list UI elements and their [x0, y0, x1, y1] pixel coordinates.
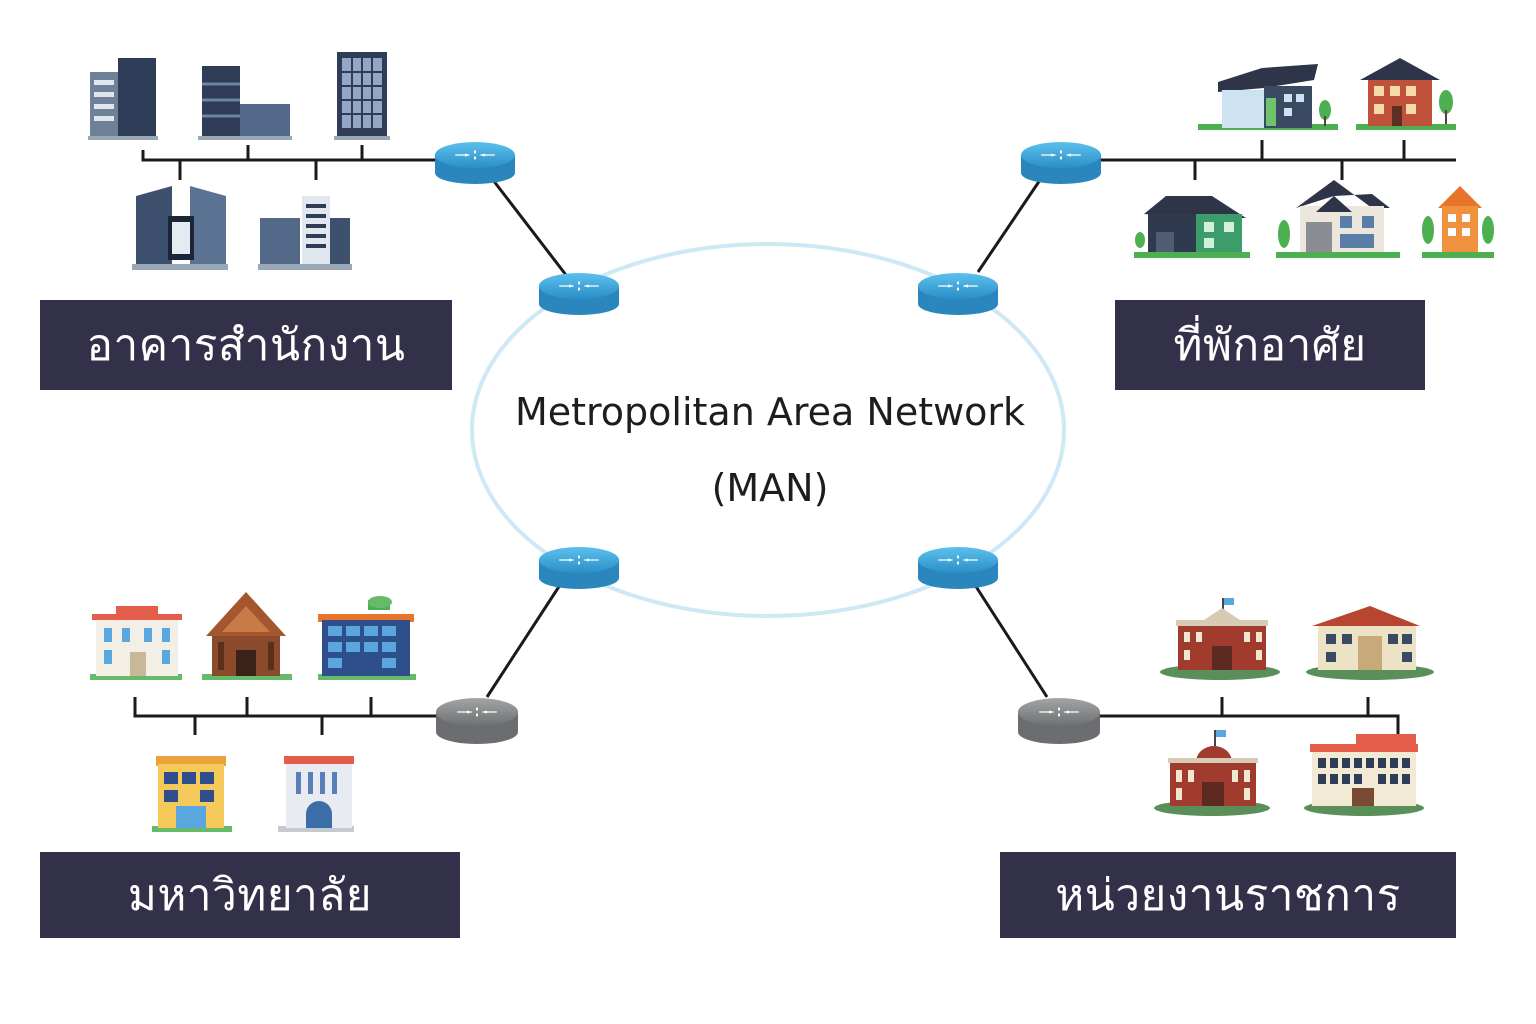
house-green [1134, 196, 1250, 258]
router-office [435, 142, 515, 184]
man-ring [470, 242, 1066, 618]
government-label: หน่วยงานราชการ [1000, 852, 1456, 938]
house-red [1356, 58, 1456, 130]
gov-building-3 [1154, 730, 1270, 816]
house-white [1276, 180, 1400, 258]
router-university [436, 698, 518, 744]
uplink-lines [485, 179, 1049, 698]
router-ring-se [918, 547, 998, 589]
university-label: มหาวิทยาลัย [40, 852, 460, 938]
router-ring-ne [918, 273, 998, 315]
router-ring-sw [539, 547, 619, 589]
university-building-2 [202, 592, 292, 680]
router-government [1018, 698, 1100, 744]
diagram-title: Metropolitan Area Network [514, 390, 1026, 434]
office-building-5 [258, 196, 352, 270]
gov-building-2 [1306, 606, 1434, 680]
house-modern [1198, 64, 1338, 130]
university-building-4 [152, 756, 232, 832]
router-ring-nw [539, 273, 619, 315]
router-residential [1021, 142, 1101, 184]
office-building-1 [88, 58, 158, 140]
residential-bus [1100, 140, 1456, 180]
gov-building-4 [1304, 734, 1424, 816]
office-building-4 [132, 186, 228, 270]
diagram-subtitle: (MAN) [711, 466, 829, 510]
residential-label: ที่พักอาศัย [1115, 300, 1425, 390]
university-building-3 [318, 596, 416, 680]
office-building-2 [198, 66, 292, 140]
office-building-3 [334, 52, 390, 140]
government-bus [1100, 697, 1400, 735]
office-bus [141, 145, 440, 180]
house-orange [1422, 186, 1494, 258]
university-building-5 [278, 756, 354, 832]
university-bus [133, 697, 440, 735]
office-label: อาคารสำนักงาน [40, 300, 452, 390]
gov-building-1 [1160, 598, 1280, 680]
university-building-1 [90, 606, 182, 680]
